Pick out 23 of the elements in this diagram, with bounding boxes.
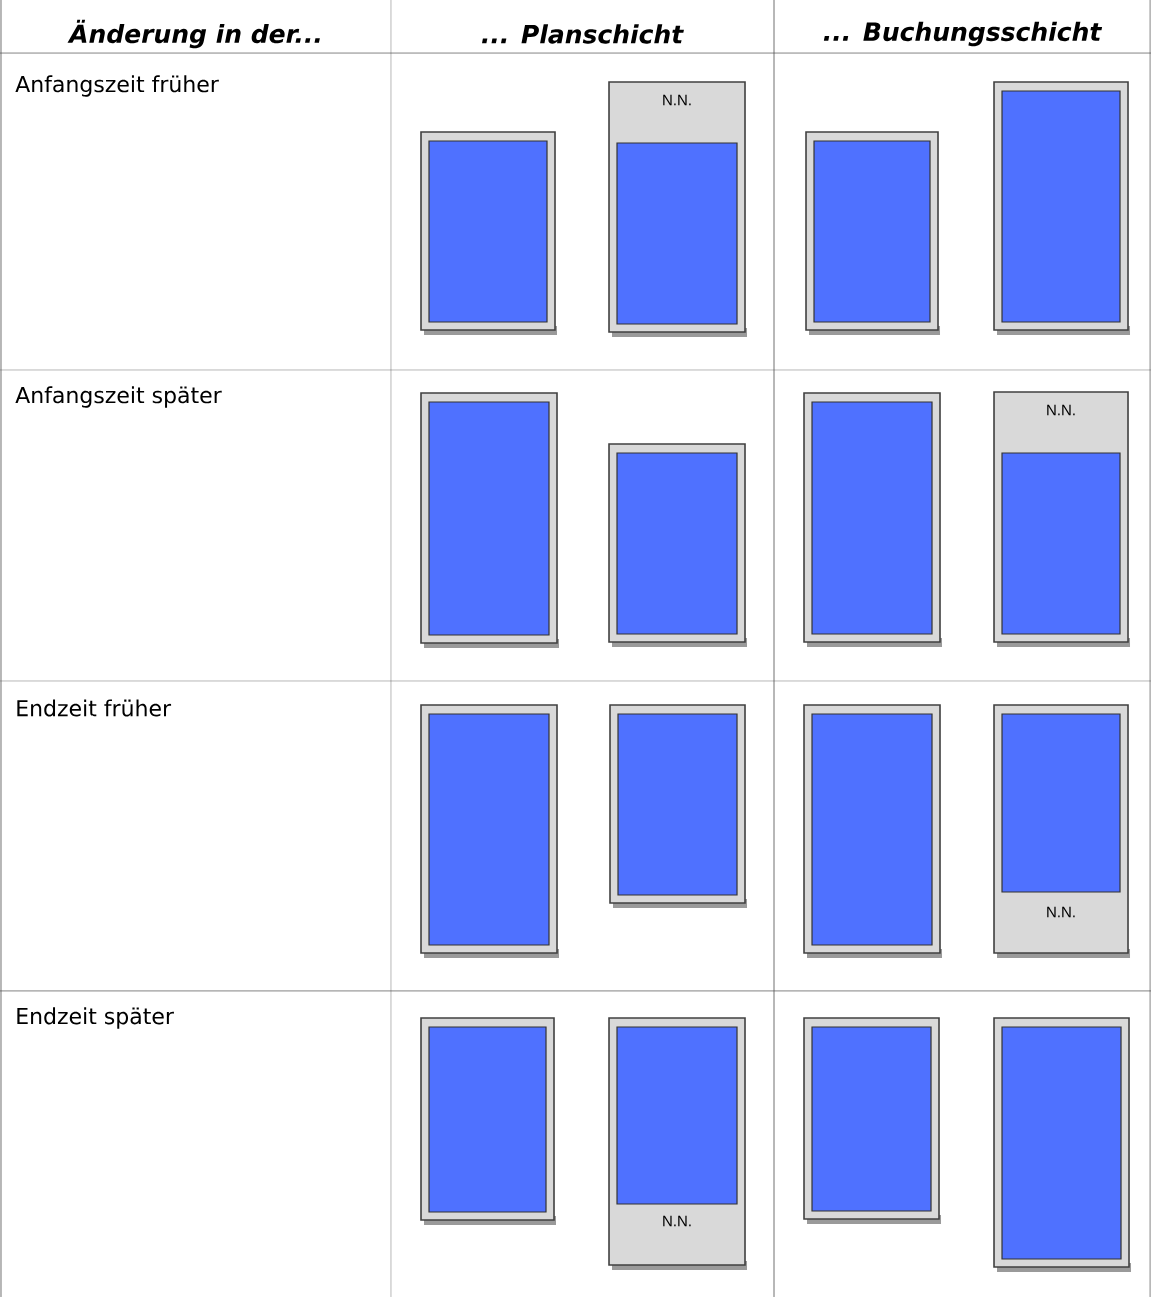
row-label: Anfangszeit später: [15, 386, 222, 408]
shift-card: [803, 1017, 941, 1224]
shift-card: [420, 392, 559, 648]
shift-card: [993, 1017, 1131, 1272]
row-label: Endzeit früher: [17, 699, 172, 717]
shift-card: N.N.: [993, 704, 1130, 958]
shift-card: N.N.: [608, 81, 747, 337]
shift-card: [803, 704, 942, 958]
shift-card: [805, 131, 940, 335]
column-header: ... Planschicht: [482, 24, 684, 44]
shift-card: N.N.: [993, 391, 1130, 647]
row-label: Endzeit später: [17, 1007, 174, 1029]
shift-card: [608, 443, 747, 647]
shift-card: [420, 131, 557, 335]
shift-card: [420, 704, 559, 958]
shift-card: [803, 392, 942, 647]
shift-card: [993, 81, 1130, 335]
column-header: Änderung in der...: [67, 19, 320, 49]
column-header: ... Buchungsschicht: [823, 21, 1103, 47]
row-label: Anfangszeit früher: [15, 75, 219, 97]
shift-card: N.N.: [608, 1017, 747, 1270]
shift-card: [420, 1017, 556, 1225]
shift-card: [609, 704, 747, 908]
